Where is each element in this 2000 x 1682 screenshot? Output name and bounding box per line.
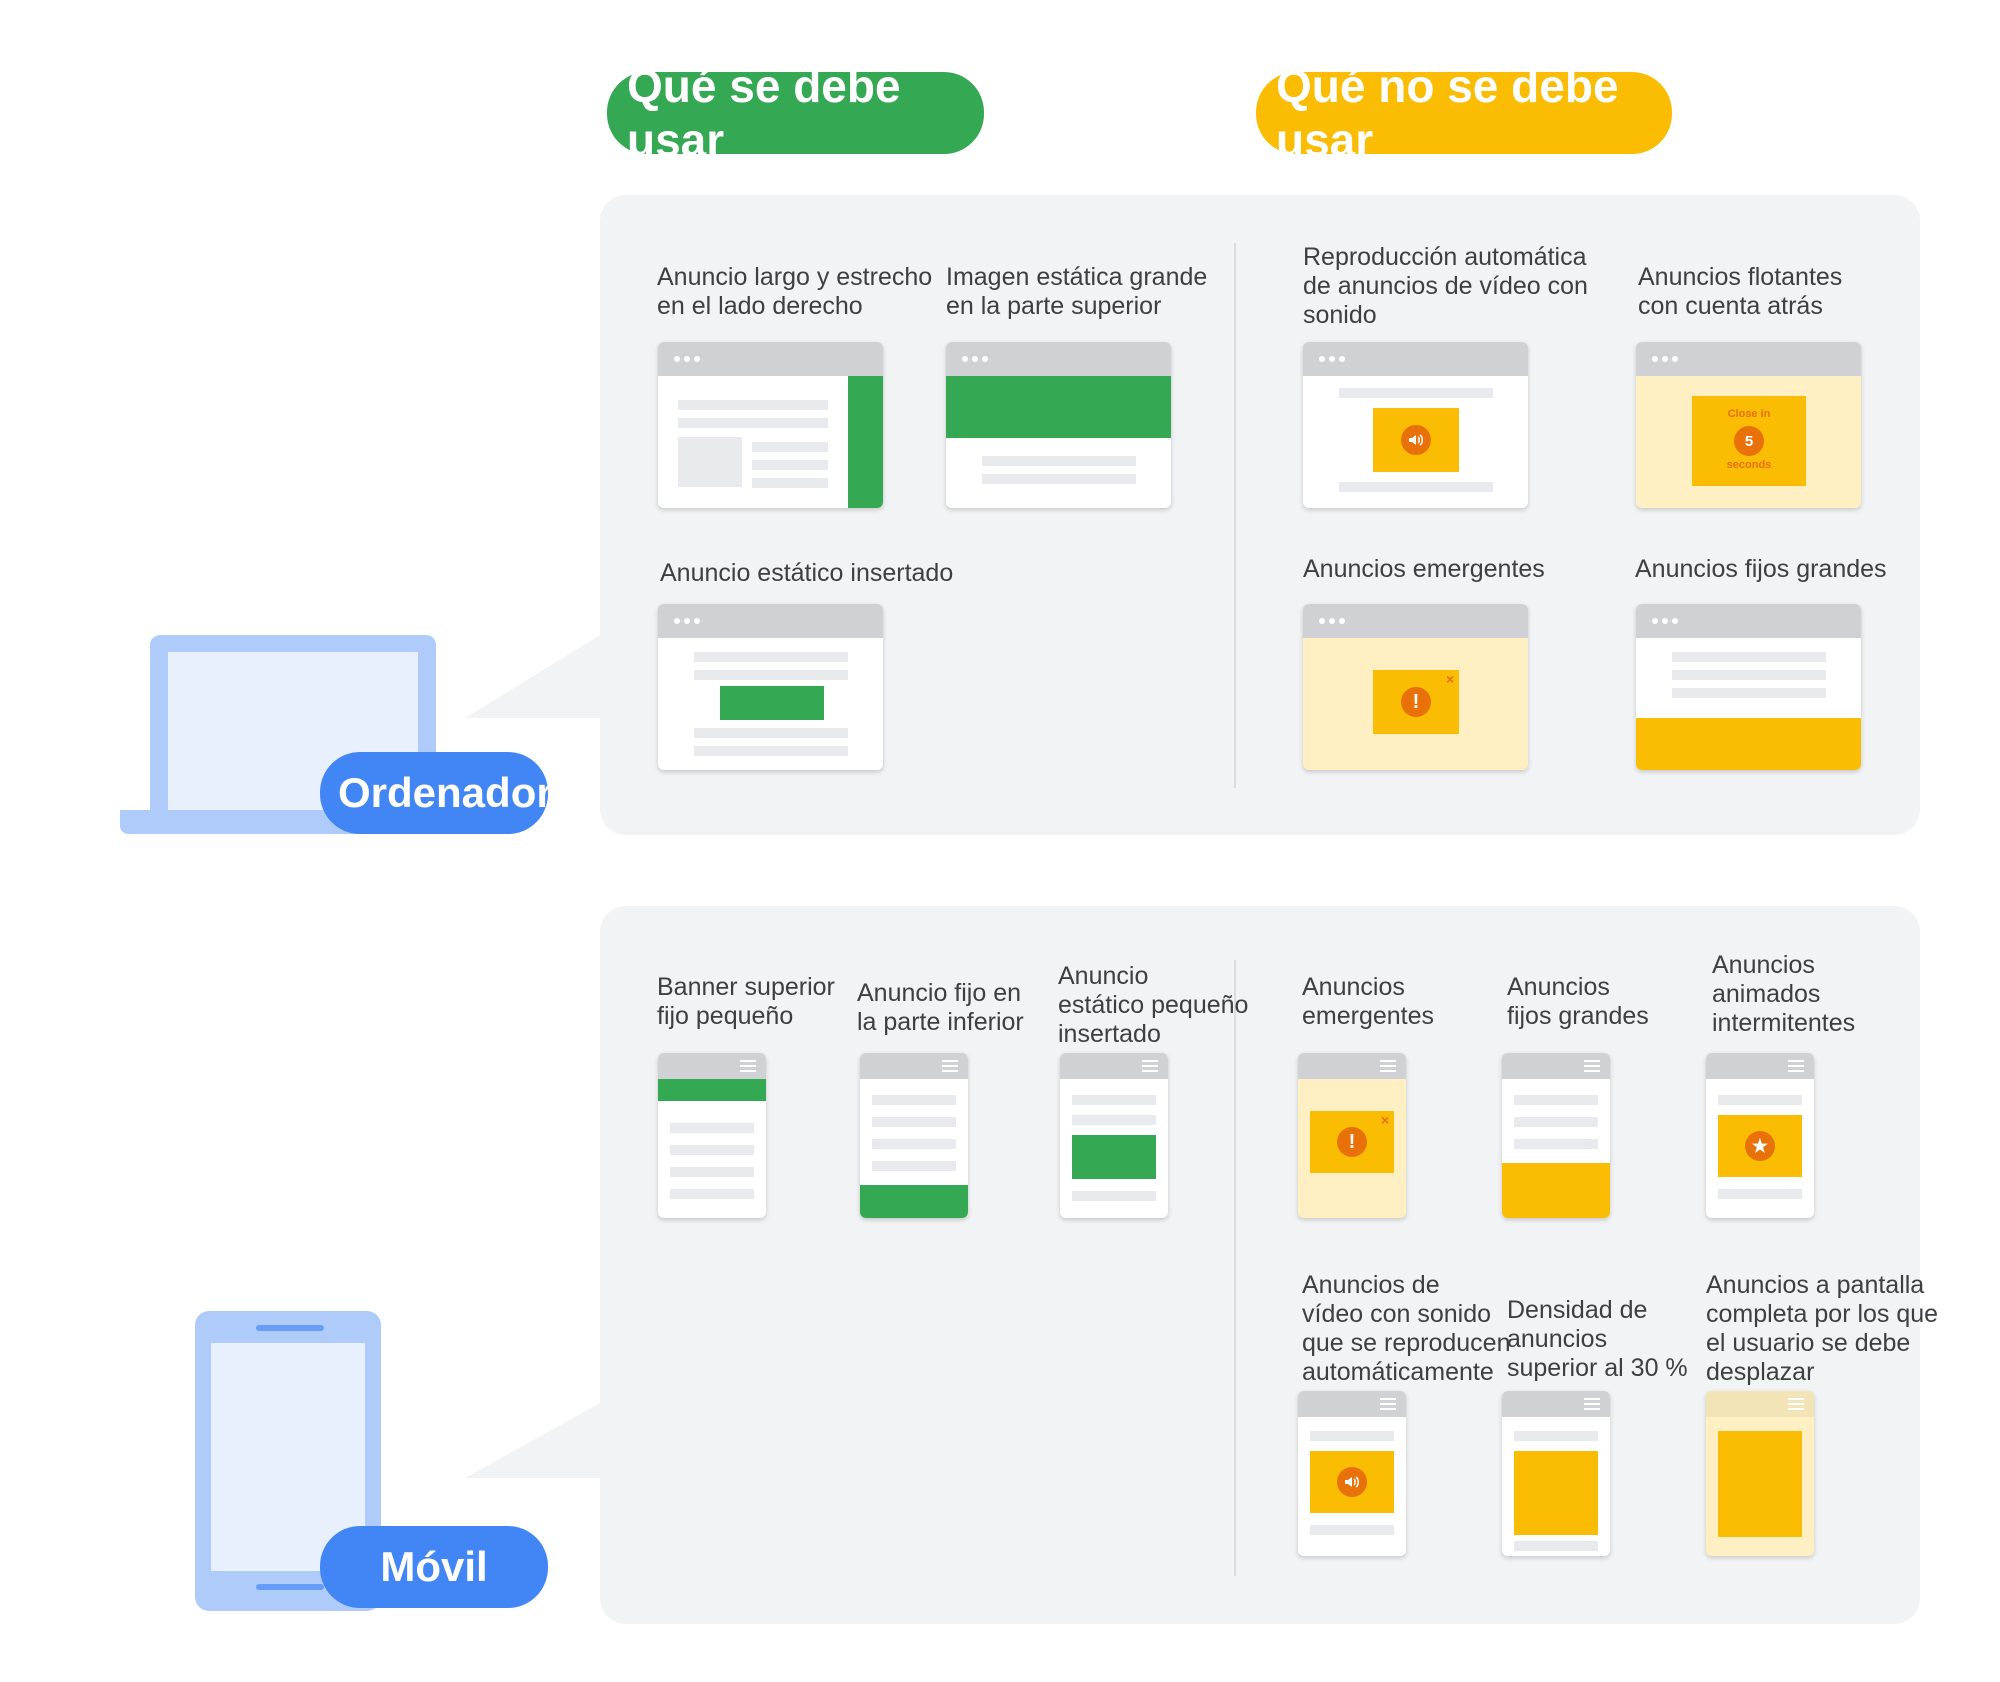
mobile-inline-ad-illustration — [1060, 1053, 1168, 1218]
desktop-dont-label-4: Anuncios fijos grandes — [1635, 555, 1887, 583]
mobile-dont-label-6: Anuncios a pantalla completa por los que… — [1706, 1271, 1939, 1386]
mobile-bottom-sticky-illustration — [860, 1053, 968, 1218]
desktop-divider — [1234, 243, 1236, 788]
mobile-ad-density-illustration — [1502, 1391, 1610, 1556]
countdown-number: 5 — [1734, 426, 1764, 456]
mobile-device-label: Móvil — [320, 1526, 548, 1608]
close-icon: × — [1446, 671, 1455, 687]
dont-header-label: Qué no se debe usar — [1276, 60, 1619, 166]
speaker-icon — [1401, 425, 1431, 455]
desktop-do-label-1: Anuncio largo y estrecho en el lado dere… — [657, 263, 933, 320]
desktop-dont-label-3: Anuncios emergentes — [1303, 555, 1545, 583]
desktop-dont-label-1: Reproducción automática de anuncios de v… — [1303, 243, 1588, 329]
mobile-dont-label-1: Anuncios emergentes — [1302, 973, 1435, 1030]
star-icon: ★ — [1745, 1131, 1775, 1161]
mobile-dont-label-2: Anuncios fijos grandes — [1507, 973, 1649, 1030]
desktop-skyscraper-ad-illustration — [658, 342, 883, 508]
countdown-top-text: Close in — [1727, 408, 1771, 420]
mobile-callout-pointer — [465, 1403, 600, 1478]
close-icon: × — [1381, 1112, 1390, 1128]
desktop-do-label-3: Anuncio estático insertado — [660, 559, 954, 587]
alert-icon: ! — [1337, 1127, 1367, 1157]
mobile-fullscreen-scroll-illustration — [1706, 1391, 1814, 1556]
desktop-countdown-ad-illustration: Close in 5 seconds — [1636, 342, 1861, 508]
do-header-label: Qué se debe usar — [627, 60, 901, 166]
mobile-do-label-2: Anuncio fijo en la parte inferior — [857, 979, 1024, 1036]
desktop-callout-pointer — [465, 635, 600, 718]
mobile-autoplay-video-illustration — [1298, 1391, 1406, 1556]
desktop-device-text: Ordenador — [338, 769, 553, 816]
desktop-popup-ad-illustration: × ! — [1303, 604, 1528, 770]
mobile-panel — [600, 906, 1920, 1624]
mobile-device-text: Móvil — [380, 1543, 488, 1590]
desktop-inline-ad-illustration — [658, 604, 883, 770]
speaker-icon — [1337, 1467, 1367, 1497]
mobile-dont-label-3: Anuncios animados intermitentes — [1712, 951, 1856, 1037]
mobile-dont-label-5: Densidad de anuncios superior al 30 % — [1507, 1296, 1688, 1382]
mobile-do-label-3: Anuncio estático pequeño insertado — [1058, 962, 1249, 1048]
desktop-dont-label-2: Anuncios flotantes con cuenta atrás — [1638, 263, 1843, 320]
alert-icon: ! — [1401, 687, 1431, 717]
desktop-top-image-illustration — [946, 342, 1171, 508]
mobile-flashing-ad-illustration: ★ — [1706, 1053, 1814, 1218]
mobile-large-sticky-illustration — [1502, 1053, 1610, 1218]
mobile-popup-ad-illustration: × ! — [1298, 1053, 1406, 1218]
desktop-large-sticky-illustration — [1636, 604, 1861, 770]
mobile-dont-label-4: Anuncios de vídeo con sonido que se repr… — [1302, 1271, 1511, 1386]
mobile-top-banner-illustration — [658, 1053, 766, 1218]
desktop-do-label-2: Imagen estática grande en la parte super… — [946, 263, 1208, 320]
desktop-autoplay-video-illustration — [1303, 342, 1528, 508]
mobile-do-label-1: Banner superior fijo pequeño — [657, 973, 835, 1030]
countdown-bottom-text: seconds — [1726, 459, 1772, 471]
do-header: Qué se debe usar — [607, 60, 984, 166]
dont-header: Qué no se debe usar — [1256, 60, 1672, 166]
desktop-device-label: Ordenador — [320, 752, 553, 834]
mobile-divider — [1234, 960, 1236, 1576]
